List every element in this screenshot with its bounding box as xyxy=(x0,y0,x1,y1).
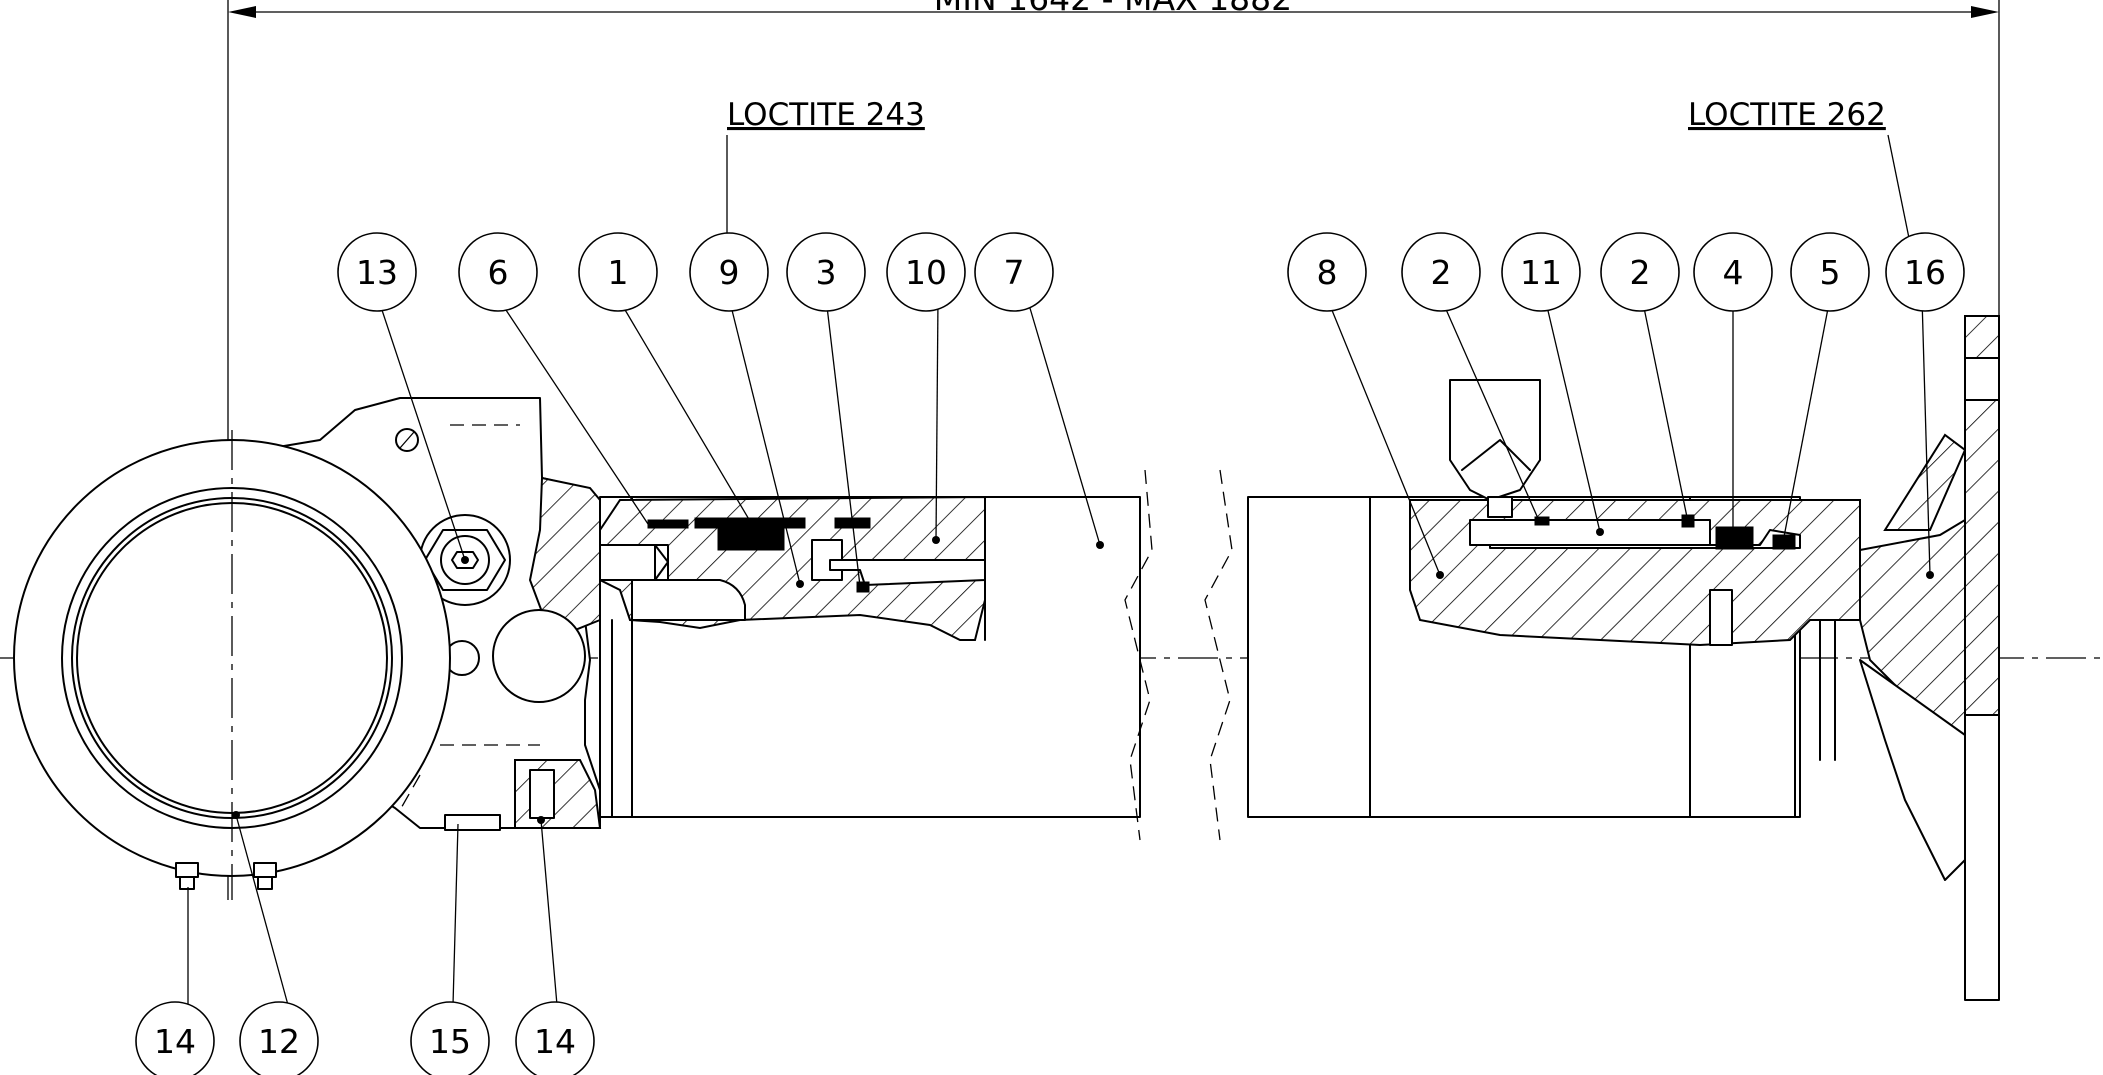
balloon-16: 16 xyxy=(1885,232,1965,312)
svg-text:2: 2 xyxy=(1630,253,1651,292)
piston-rod-right xyxy=(1204,379,1961,841)
grease-nipples xyxy=(175,862,277,890)
balloon-10: 10 xyxy=(886,232,966,312)
svg-text:15: 15 xyxy=(429,1022,471,1061)
balloon-9: 9 xyxy=(689,232,769,312)
piston-rod-left xyxy=(599,469,1153,841)
svg-text:14: 14 xyxy=(534,1022,576,1061)
leader-lines xyxy=(187,297,1934,1006)
note-loctite-262-text: LOCTITE 262 xyxy=(1688,97,1886,133)
svg-text:16: 16 xyxy=(1904,253,1946,292)
svg-text:11: 11 xyxy=(1520,253,1562,292)
svg-text:3: 3 xyxy=(816,253,837,292)
note-loctite-262: LOCTITE 262 xyxy=(1688,97,1911,244)
balloon-15: 15 xyxy=(410,1001,490,1075)
svg-text:1: 1 xyxy=(608,253,629,292)
balloon-12: 12 xyxy=(239,1001,319,1075)
svg-text:5: 5 xyxy=(1820,253,1841,292)
svg-text:4: 4 xyxy=(1723,253,1744,292)
balloon-5: 5 xyxy=(1790,232,1870,312)
balloon-8: 8 xyxy=(1287,232,1367,312)
svg-text:12: 12 xyxy=(258,1022,300,1061)
svg-text:10: 10 xyxy=(905,253,947,292)
balloon-14-b: 14 xyxy=(515,1001,595,1075)
balloon-11: 11 xyxy=(1501,232,1581,312)
svg-text:14: 14 xyxy=(154,1022,196,1061)
svg-text:8: 8 xyxy=(1317,253,1338,292)
balloon-1: 1 xyxy=(578,232,658,312)
rod-eye-ring xyxy=(13,430,451,900)
balloon-2-a: 2 xyxy=(1401,232,1481,312)
balloon-6: 6 xyxy=(458,232,538,312)
svg-text:6: 6 xyxy=(488,253,509,292)
balloon-4: 4 xyxy=(1693,232,1773,312)
balloon-13-top: 13 xyxy=(337,232,417,312)
clevis-flange xyxy=(1819,315,2000,1001)
balloon-2-b: 2 xyxy=(1600,232,1680,312)
overall-dimension-text: MIN 1642 - MAX 1882 xyxy=(934,0,1292,18)
balloon-7: 7 xyxy=(974,232,1054,312)
balloon-3: 3 xyxy=(786,232,866,312)
balloon-14-a: 14 xyxy=(135,1001,215,1075)
note-loctite-243-text: LOCTITE 243 xyxy=(727,97,925,133)
svg-text:2: 2 xyxy=(1431,253,1452,292)
svg-text:9: 9 xyxy=(719,253,740,292)
svg-text:13: 13 xyxy=(356,253,398,292)
rod-eye-housing xyxy=(259,397,602,831)
svg-text:7: 7 xyxy=(1004,253,1025,292)
note-loctite-243: LOCTITE 243 xyxy=(726,97,925,240)
